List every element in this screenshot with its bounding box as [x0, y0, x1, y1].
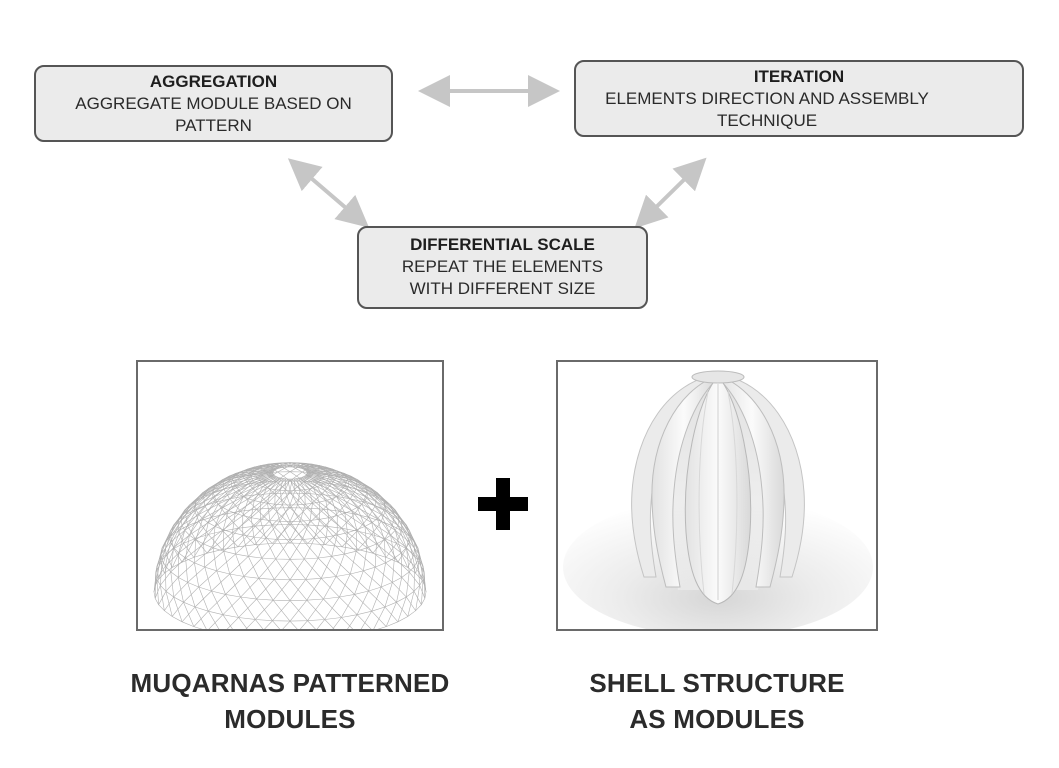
arrow-aggregation-differential [287, 158, 370, 228]
differential-scale-line-2: WITH DIFFERENT SIZE [409, 279, 596, 298]
iteration-line-1: ELEMENTS DIRECTION AND ASSEMBLY [605, 89, 929, 108]
differential-scale-title: DIFFERENTIAL SCALE [410, 235, 595, 254]
differential-scale-box: DIFFERENTIAL SCALE REPEAT THE ELEMENTS W… [357, 226, 648, 309]
arrow-iteration-differential [634, 157, 707, 229]
iteration-box: ITERATION ELEMENTS DIRECTION AND ASSEMBL… [574, 60, 1024, 137]
muqarnas-dome-image [136, 360, 444, 631]
muqarnas-caption: MUQARNAS PATTERNED MODULES [110, 665, 470, 737]
muqarnas-caption-line-2: MODULES [224, 704, 356, 734]
muqarnas-caption-line-1: MUQARNAS PATTERNED [130, 668, 450, 698]
plus-icon [478, 478, 528, 530]
shell-caption-line-2: AS MODULES [629, 704, 805, 734]
iteration-title: ITERATION [753, 67, 845, 86]
shell-caption-line-1: SHELL STRUCTURE [589, 668, 845, 698]
wireframe-dome-render [153, 462, 427, 629]
aggregation-line-2: PATTERN [175, 116, 252, 135]
connector-arrows [287, 75, 707, 229]
differential-scale-line-1: REPEAT THE ELEMENTS [401, 257, 604, 276]
aggregation-line-1: AGGREGATE MODULE BASED ON [75, 94, 352, 113]
shell-structure-render [558, 362, 876, 629]
shell-structure-image [556, 360, 878, 631]
iteration-line-2: TECHNIQUE [716, 111, 818, 130]
aggregation-title: AGGREGATION [149, 72, 278, 91]
aggregation-box: AGGREGATION AGGREGATE MODULE BASED ON PA… [34, 65, 393, 142]
shell-caption: SHELL STRUCTURE AS MODULES [537, 665, 897, 737]
